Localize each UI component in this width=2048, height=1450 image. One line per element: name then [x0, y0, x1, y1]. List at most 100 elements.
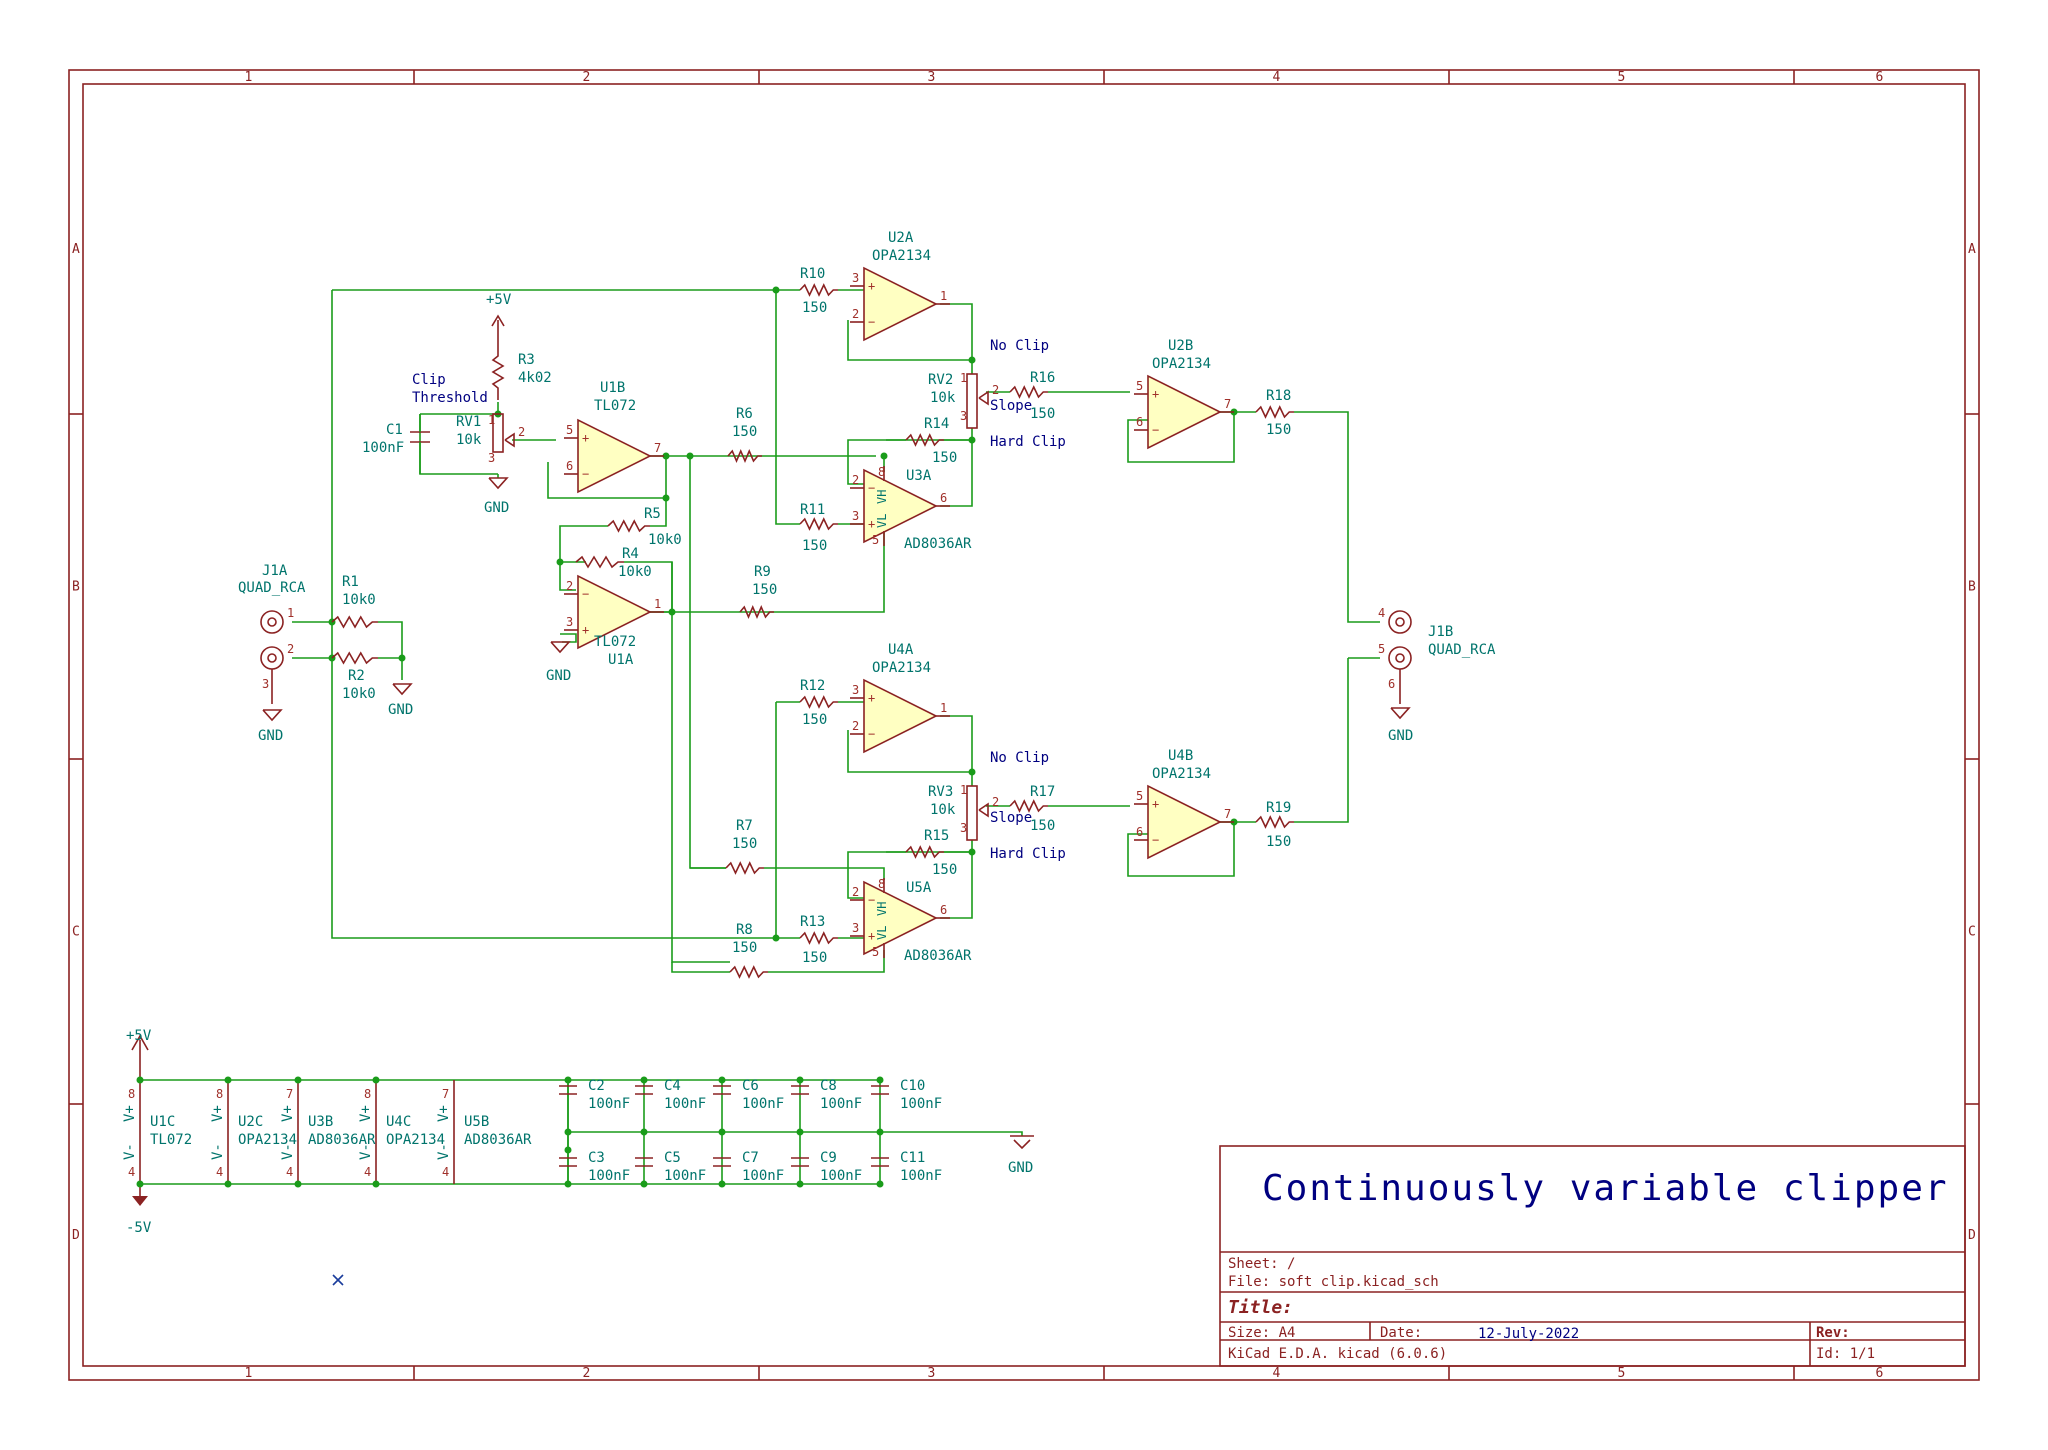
signal-labels: Clip Threshold No Clip Slope Hard Clip N… [412, 338, 1066, 862]
svg-text:10k: 10k [456, 432, 482, 448]
resistor-ref: R10 [800, 266, 825, 282]
svg-text:2: 2 [566, 579, 573, 593]
cap-value: 100nF [900, 1096, 942, 1112]
svg-text:Size: A4: Size: A4 [1228, 1325, 1295, 1341]
svg-text:2: 2 [992, 383, 999, 397]
junction-dot [968, 848, 976, 856]
svg-text:8: 8 [216, 1087, 223, 1101]
cap-ref: C10 [900, 1078, 925, 1094]
unit-ref: U5B [464, 1114, 489, 1130]
resistors: R110k0R210k0R510k0R410k0R6150R9150R10150… [331, 266, 1294, 979]
svg-text:V-: V- [280, 1143, 296, 1160]
svg-text:VL: VL [875, 926, 889, 940]
svg-text:1: 1 [960, 371, 967, 385]
unit-ref: U4C [386, 1114, 411, 1130]
svg-text:RV3: RV3 [928, 784, 953, 800]
cap-ref: C11 [900, 1150, 925, 1166]
svg-text:−: − [868, 315, 875, 329]
title-block: Continuously variable clipper Sheet: / F… [1219, 1145, 1966, 1367]
svg-text:RV1: RV1 [456, 414, 481, 430]
resistor-value: 150 [802, 538, 827, 554]
svg-text:5: 5 [1378, 642, 1385, 656]
resistor-value: 150 [932, 862, 957, 878]
svg-text:10k: 10k [930, 802, 956, 818]
junction-dot [662, 452, 670, 460]
unit-value: OPA2134 [238, 1132, 297, 1148]
svg-text:−: − [1152, 833, 1159, 847]
svg-text:Rev:: Rev: [1816, 1325, 1850, 1341]
svg-text:+: + [582, 623, 589, 637]
resistor-r3: R3 4k02 +5V [486, 292, 552, 400]
frame-row-label: D [72, 1228, 80, 1243]
resistor-value: 150 [732, 836, 757, 852]
resistor-value: 150 [1266, 422, 1291, 438]
resistor-ref: R14 [924, 416, 949, 432]
svg-text:7: 7 [442, 1087, 449, 1101]
connector-j1a: 123 J1A QUAD_RCA [238, 563, 306, 704]
resistor-value: 150 [732, 424, 757, 440]
svg-text:7: 7 [286, 1087, 293, 1101]
gnd-symbol: GND [1388, 707, 1413, 744]
svg-text:Clip: Clip [412, 372, 446, 388]
svg-text:No Clip: No Clip [990, 750, 1049, 766]
svg-text:2: 2 [852, 885, 859, 899]
svg-text:Threshold: Threshold [412, 390, 488, 406]
svg-text:−: − [868, 893, 875, 907]
gnd-label: GND [1388, 728, 1413, 744]
unit-ref: U2C [238, 1114, 263, 1130]
resistor-ref: R15 [924, 828, 949, 844]
resistor-r15: R15 150 [905, 828, 957, 878]
power-unit-u5b: 7 4 V+ V- U5B AD8036AR [436, 1080, 532, 1184]
frame-col-label: 5 [1618, 1366, 1626, 1381]
svg-text:+: + [868, 517, 875, 531]
resistor-ref: R7 [736, 818, 753, 834]
potentiometer-rv1: 132 RV1 10k [456, 413, 525, 465]
svg-text:2: 2 [852, 719, 859, 733]
junction-dot [686, 452, 694, 460]
gnd-symbol: GND [546, 641, 571, 684]
svg-text:V+: V+ [280, 1105, 296, 1122]
resistor-ref: R18 [1266, 388, 1291, 404]
svg-text:6: 6 [940, 491, 947, 505]
resistor-value: 150 [1266, 834, 1291, 850]
gnd-symbol: GND [258, 709, 283, 744]
capacitor-c1: C1 100nF [362, 414, 430, 474]
svg-text:1: 1 [654, 597, 661, 611]
gnd-label: GND [258, 728, 283, 744]
svg-text:V+: V+ [436, 1105, 452, 1122]
opamp-ref: U4B [1168, 748, 1193, 764]
opamp-value: AD8036AR [904, 948, 972, 964]
unit-value: AD8036AR [464, 1132, 532, 1148]
svg-text:V+: V+ [210, 1105, 226, 1122]
svg-text:1: 1 [488, 413, 495, 427]
cap-ref: C4 [664, 1078, 681, 1094]
opamp-value: TL072 [594, 398, 636, 414]
svg-text:V-: V- [436, 1143, 452, 1160]
resistor-value: 150 [732, 940, 757, 956]
svg-text:8: 8 [878, 877, 885, 891]
resistor-value: 10k0 [342, 592, 376, 608]
svg-text:4: 4 [442, 1165, 449, 1179]
svg-text:6: 6 [1136, 415, 1143, 429]
svg-text:1: 1 [940, 701, 947, 715]
svg-text:3: 3 [960, 409, 967, 423]
junction-dot [968, 356, 976, 364]
frame-col-label: 5 [1618, 70, 1626, 85]
svg-text:2: 2 [287, 642, 294, 656]
